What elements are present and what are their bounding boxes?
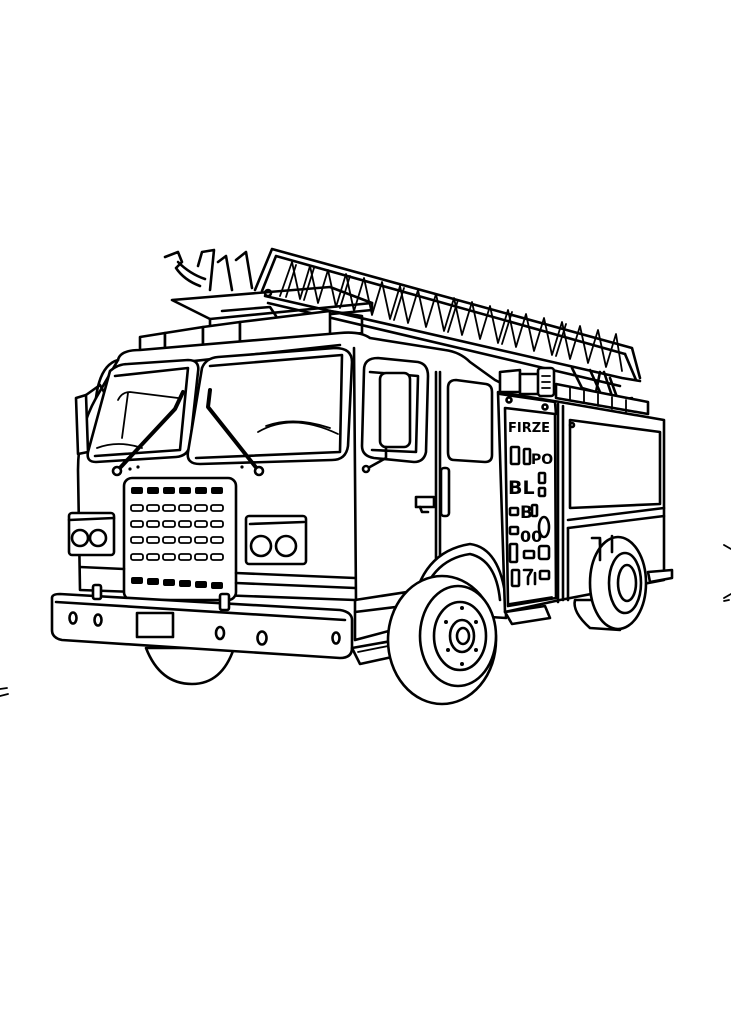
rear-wheel bbox=[573, 534, 648, 632]
svg-text:00: 00 bbox=[520, 527, 542, 546]
grille-slots bbox=[130, 487, 224, 589]
front-left-wheel bbox=[144, 646, 236, 686]
front-bumper bbox=[50, 583, 354, 660]
cab-side bbox=[350, 356, 494, 666]
svg-text:PO: PO bbox=[531, 452, 553, 468]
svg-text:BL: BL bbox=[508, 477, 535, 499]
aerial-ladder bbox=[163, 247, 642, 402]
left-margin-mark bbox=[0, 687, 9, 697]
front-right-wheel bbox=[386, 542, 508, 706]
side-panel-label: FIRZE bbox=[508, 421, 550, 436]
headlight-right bbox=[244, 514, 308, 566]
side-panel-glyphs: PO BL B 00 bbox=[508, 445, 553, 588]
right-margin-mark bbox=[723, 544, 731, 602]
svg-text:B: B bbox=[520, 503, 533, 523]
headlight-left bbox=[67, 511, 116, 557]
grille bbox=[78, 476, 357, 602]
